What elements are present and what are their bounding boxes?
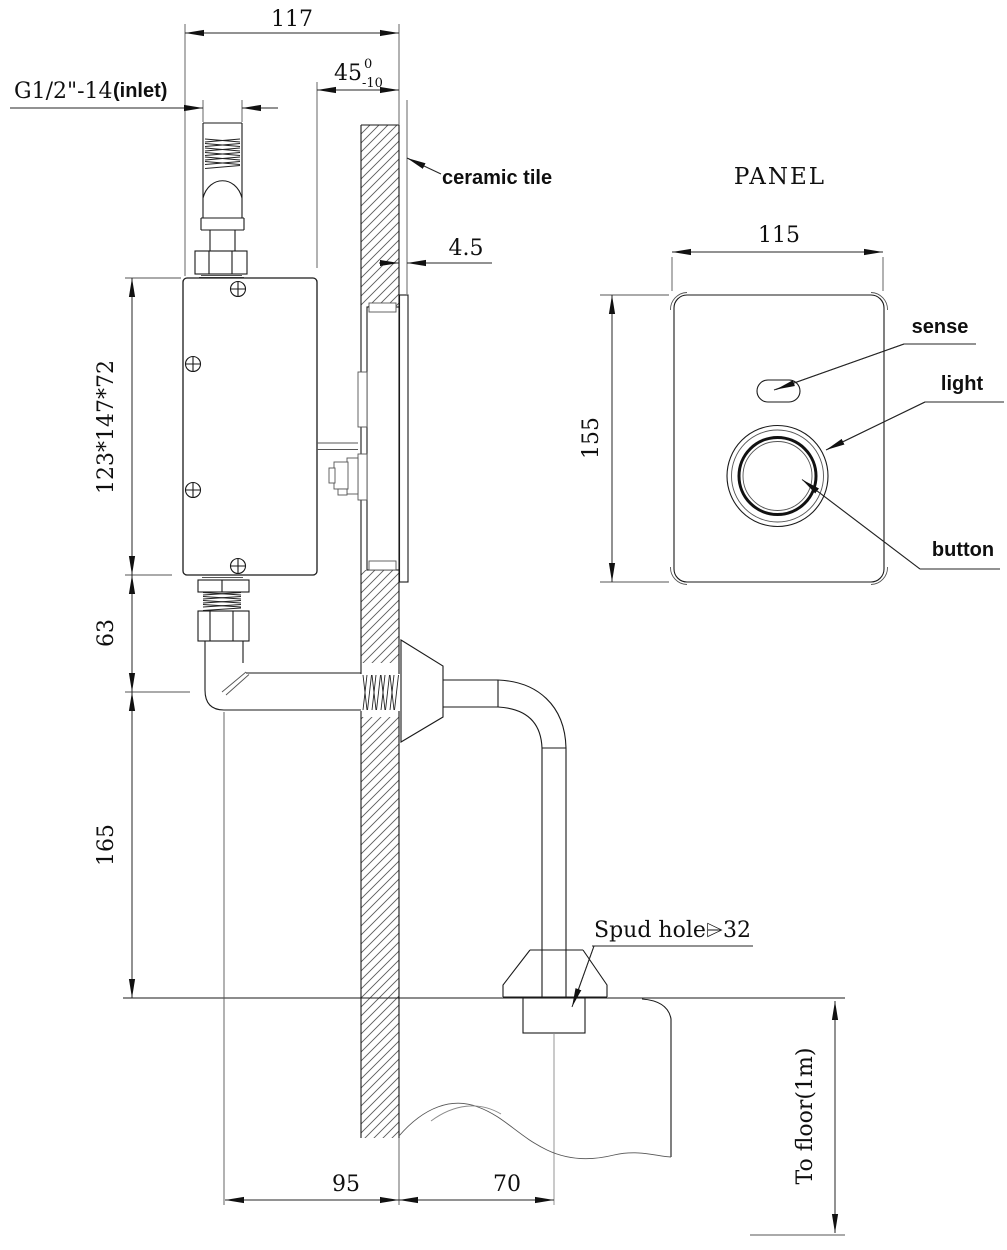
inlet-pipe — [194, 122, 248, 278]
dimension-lines — [10, 29, 883, 1233]
pipe-vertical — [541, 748, 567, 997]
dim-text-155: 155 — [579, 417, 604, 459]
elbow-bend — [204, 672, 361, 711]
ceramic-tile-label: ceramic tile — [442, 167, 552, 189]
spud-pipe — [400, 639, 608, 1205]
sense-label: sense — [912, 316, 969, 338]
dim-text-95: 95 — [332, 1172, 360, 1197]
panel-top-clip — [368, 302, 397, 313]
inlet-thread-hatch — [204, 138, 241, 169]
dim-text-45-tol-upper: 0 — [364, 57, 372, 72]
button-label: button — [932, 539, 994, 561]
panel-side-view — [317, 294, 409, 583]
panel-outline — [673, 294, 885, 583]
wiring-conduit — [317, 442, 358, 450]
wall-hatch-lower — [361, 717, 399, 1138]
inlet-hex-nut — [194, 250, 248, 275]
inlet-collar — [200, 217, 245, 231]
panel-front-view — [670, 292, 888, 585]
dim-text-box-size: 123*147*72 — [94, 360, 119, 494]
control-box — [182, 277, 318, 576]
panel-face-plate-side — [398, 294, 409, 583]
box-screws — [184, 280, 247, 575]
panel-bottom-clip — [368, 560, 397, 571]
spud-insert — [522, 997, 586, 1034]
outlet-hex-nut-upper — [197, 579, 250, 593]
wall-hatch-mid — [361, 570, 399, 663]
panel-bracket-lower — [357, 453, 368, 501]
spud-leader — [573, 945, 753, 1003]
inlet-thread-label: G1/2"-14 — [14, 79, 113, 104]
outlet-hex-nut-lower — [197, 610, 250, 642]
dim-text-45: 45 — [334, 61, 362, 86]
inlet-suffix-label: (inlet) — [113, 80, 167, 102]
annotation-text: 117 G1/2"-14 (inlet) 45 0 -10 ceramic ti… — [14, 7, 994, 1197]
elbow-tube — [204, 641, 244, 690]
to-floor-label: To floor(1m) — [793, 1048, 818, 1185]
dim-text-115: 115 — [758, 223, 800, 248]
panel-corner-accents — [670, 292, 888, 585]
panel-title: PANEL — [734, 164, 826, 190]
pipe-neck — [443, 679, 499, 708]
pipe-bend-down — [497, 679, 567, 749]
elbow-chamfer — [221, 671, 250, 696]
inlet-dome-curve — [202, 180, 243, 199]
sense-window — [756, 379, 801, 403]
outlet-elbow — [197, 577, 399, 711]
extension-lines — [125, 24, 884, 1236]
panel-body-side — [366, 306, 400, 571]
fixture-break-line-2 — [430, 1105, 502, 1122]
fixture-outline — [123, 997, 845, 1160]
dim-text-4p5: 4.5 — [449, 236, 484, 261]
fixture-corner — [641, 998, 672, 1157]
spud-hole-label: Spud hole⌲32 — [594, 918, 751, 943]
fixture-break-line — [398, 1102, 672, 1160]
flush-button[interactable] — [726, 424, 829, 528]
wall-section — [360, 124, 400, 1138]
leader-lines — [406, 157, 1004, 1008]
outlet-thread-hatch — [202, 592, 242, 611]
dim-text-63: 63 — [94, 619, 119, 647]
dim-text-45-tol-lower: -10 — [362, 76, 383, 91]
panel-bracket-upper — [357, 371, 368, 428]
ceramic-tile-leader — [406, 157, 442, 175]
cable-connector — [328, 457, 359, 496]
wall-hatch-upper — [361, 125, 399, 307]
dim-text-165: 165 — [94, 824, 119, 866]
spud-flange — [502, 949, 608, 998]
escutcheon-cone — [400, 639, 444, 743]
light-leader — [827, 401, 1004, 450]
inlet-washers — [199, 275, 244, 278]
wall-pipe-threads — [362, 674, 399, 711]
light-label: light — [941, 373, 984, 395]
dim-text-70: 70 — [493, 1172, 521, 1197]
dim-text-117: 117 — [271, 7, 313, 32]
